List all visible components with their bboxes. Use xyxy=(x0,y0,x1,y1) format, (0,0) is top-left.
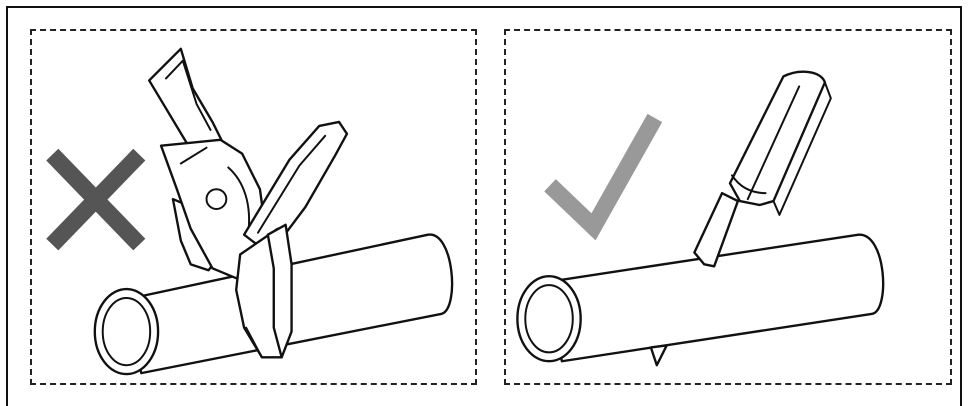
wrong-method-illustration xyxy=(46,47,454,376)
correct-method-illustration xyxy=(516,70,885,367)
check-mark-icon xyxy=(544,113,663,241)
utility-knife-icon xyxy=(693,70,832,268)
panel-correct-method xyxy=(504,29,952,385)
x-mark-icon xyxy=(46,148,146,251)
pipe-illustration xyxy=(516,233,885,367)
panel-wrong-method xyxy=(30,29,477,385)
diagonal-cutting-pliers-icon xyxy=(93,47,454,376)
